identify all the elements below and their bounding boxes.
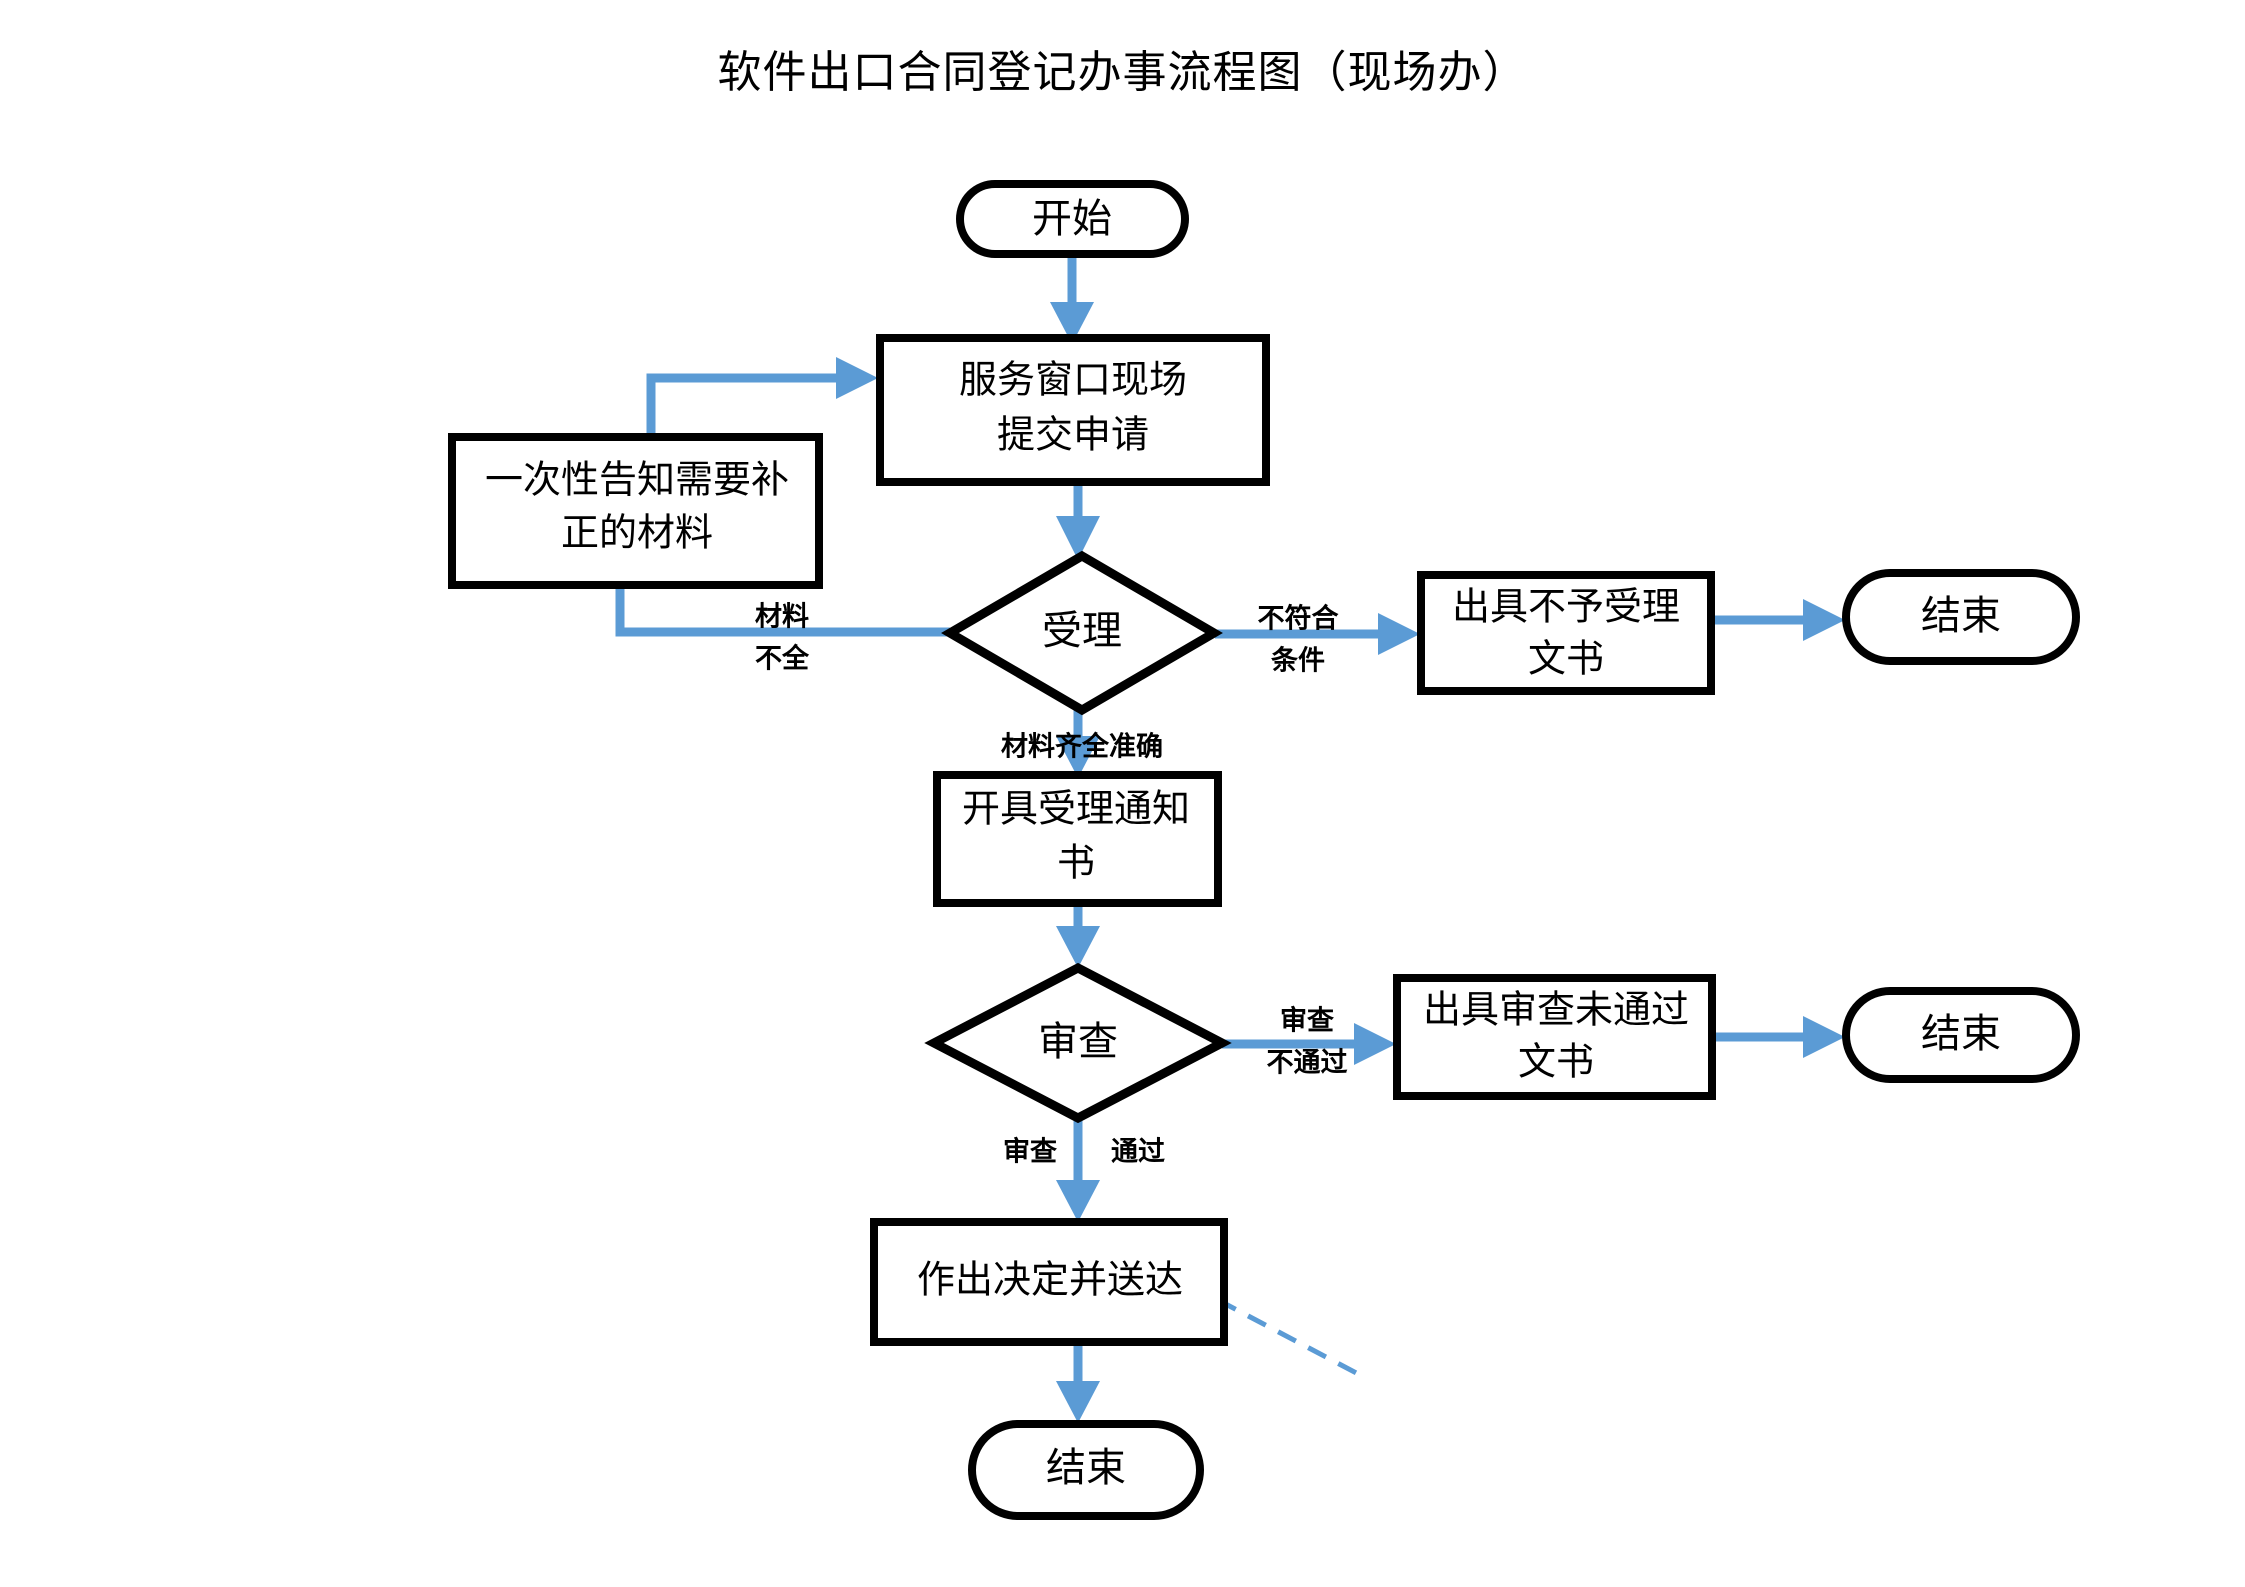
node-start-label: 开始 [1032, 196, 1112, 242]
node-submit-line2: 提交申请 [997, 413, 1149, 457]
edge-accept-to-notify [615, 585, 950, 637]
svg-text:条件: 条件 [1271, 646, 1325, 677]
node-review-decision[interactable]: 审查 [924, 962, 1232, 1124]
edge-label-material-complete: 材料齐全准确 [1001, 731, 1163, 763]
node-submit-application[interactable]: 服务窗口现场 提交申请 [876, 334, 1270, 486]
node-start[interactable]: 开始 [956, 180, 1189, 258]
node-accept-notice-line2: 书 [1057, 841, 1095, 885]
node-end-done[interactable]: 结束 [968, 1420, 1204, 1520]
node-end-reject-label: 结束 [1921, 593, 2001, 639]
edge-notify-to-submit [646, 357, 878, 438]
node-accept-decision[interactable]: 受理 [941, 550, 1223, 716]
node-submit-line1: 服务窗口现场 [959, 358, 1187, 402]
node-fail-document[interactable]: 出具审查未通过 文书 [1393, 974, 1716, 1100]
node-end-fail[interactable]: 结束 [1842, 987, 2080, 1083]
node-accept-notice[interactable]: 开具受理通知 书 [933, 771, 1222, 907]
svg-text:审查: 审查 [1280, 1005, 1334, 1037]
node-end-fail-label: 结束 [1921, 1011, 2001, 1057]
node-decide-deliver-label: 作出决定并送达 [917, 1258, 1183, 1302]
edge-accept-notice-to-review [1056, 903, 1100, 968]
edge-review-to-decide [1056, 1118, 1100, 1222]
edge-label-material-incomplete: 材料 不全 [755, 602, 810, 675]
node-reject-doc-line2: 文书 [1528, 637, 1604, 681]
edge-accept-to-reject-doc [1215, 613, 1420, 655]
dashed-connector [1216, 1297, 1364, 1379]
svg-text:不全: 不全 [755, 643, 810, 675]
node-end-reject[interactable]: 结束 [1842, 569, 2080, 665]
node-notify-supplement[interactable]: 一次性告知需要补 正的材料 [448, 433, 823, 589]
svg-text:通过: 通过 [1111, 1137, 1165, 1168]
svg-text:不符合: 不符合 [1258, 603, 1339, 635]
svg-text:审查: 审查 [1003, 1136, 1057, 1168]
node-accept-label: 受理 [1042, 608, 1122, 654]
edge-decide-to-end [1056, 1342, 1100, 1423]
node-fail-doc-line2: 文书 [1518, 1040, 1594, 1084]
edge-label-not-qualified: 不符合 条件 [1258, 603, 1339, 677]
node-notify-line2: 正的材料 [561, 511, 713, 555]
svg-text:材料: 材料 [755, 602, 809, 633]
node-notify-line1: 一次性告知需要补 [485, 458, 789, 502]
node-fail-doc-line1: 出具审查未通过 [1423, 988, 1689, 1032]
node-decide-deliver[interactable]: 作出决定并送达 [870, 1218, 1228, 1346]
node-end-done-label: 结束 [1046, 1445, 1126, 1491]
node-accept-notice-line1: 开具受理通知 [962, 787, 1190, 831]
node-reject-doc-line1: 出具不予受理 [1452, 585, 1680, 629]
node-review-label: 审查 [1038, 1019, 1118, 1065]
edge-start-to-submit [1050, 252, 1094, 344]
edge-review-to-fail-doc [1222, 1023, 1396, 1065]
svg-text:不通过: 不通过 [1267, 1048, 1348, 1079]
edge-fail-doc-to-end [1712, 1016, 1845, 1058]
node-reject-document[interactable]: 出具不予受理 文书 [1417, 571, 1715, 695]
page-title: 软件出口合同登记办事流程图（现场办） [717, 47, 1528, 98]
edge-label-review-fail: 审查 不通过 [1267, 1005, 1348, 1079]
edge-label-review-pass: 审查 通过 [1003, 1136, 1165, 1168]
edge-reject-doc-to-end [1710, 599, 1845, 641]
edge-submit-to-accept [1056, 482, 1100, 560]
